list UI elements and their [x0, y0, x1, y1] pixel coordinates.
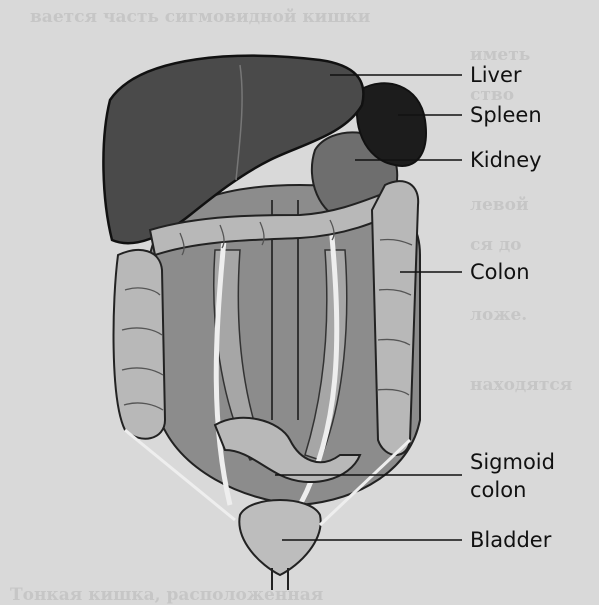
svg-text:ся до: ся до: [470, 235, 522, 255]
bladder-organ: [239, 500, 320, 575]
label-colon: Colon: [470, 260, 530, 284]
svg-text:ство: ство: [470, 85, 514, 105]
label-liver: Liver: [470, 63, 522, 87]
svg-text:находятся: находятся: [470, 375, 572, 395]
svg-text:левой: левой: [470, 195, 529, 215]
svg-text:вается часть сигмовидной кишки: вается часть сигмовидной кишки: [30, 7, 371, 27]
svg-text:иметь: иметь: [470, 45, 530, 65]
label-kidney: Kidney: [470, 148, 542, 172]
label-spleen: Spleen: [470, 103, 542, 127]
label-sigmoid-colon-line2: colon: [470, 478, 526, 502]
label-bladder: Bladder: [470, 528, 551, 552]
svg-text:ложе.: ложе.: [470, 305, 527, 325]
svg-text:Тонкая кишка, расположенная: Тонкая кишка, расположенная: [10, 585, 323, 605]
label-sigmoid-colon-line1: Sigmoid: [470, 450, 555, 474]
